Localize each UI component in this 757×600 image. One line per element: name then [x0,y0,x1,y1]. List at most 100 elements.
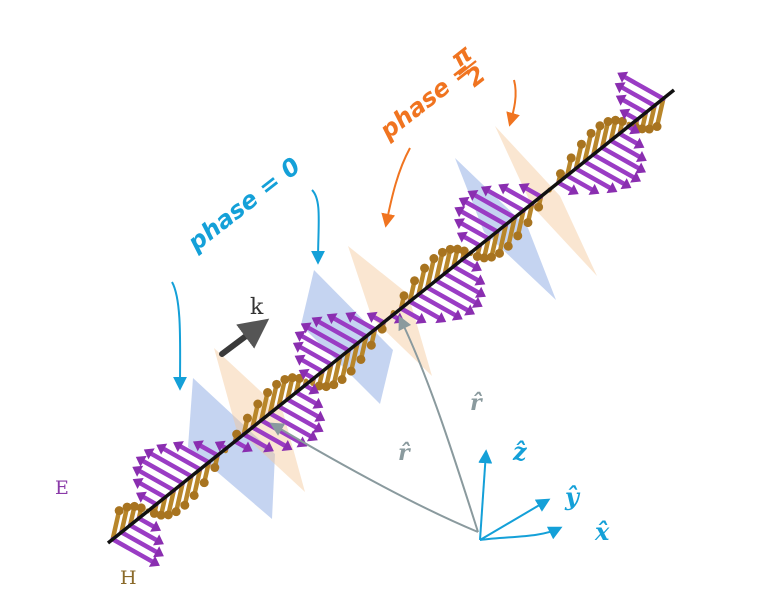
h-field-arrow-head [399,291,409,301]
r-vector-2 [398,315,479,533]
e-field-arrow-head [312,397,324,409]
e-field-arrow-head [294,354,306,366]
e-field-arrow [407,299,441,320]
e-field-arrow [582,159,626,186]
h-field-arrow-head [337,375,347,385]
h-field-arrow-head [603,117,613,127]
e-field-arrow [460,257,477,269]
h-field-arrow-head [114,506,124,516]
h-field-arrow-head [180,500,190,510]
e-field-arrow [425,285,470,313]
e-field-arrow [198,443,220,458]
h-field-arrow-head [429,254,439,264]
e-field-arrow-head [193,440,204,452]
h-field-arrow-head [356,354,366,364]
e-field-arrow-head [630,171,641,183]
e-field-arrow [398,306,421,321]
e-field-arrow [524,186,544,199]
phase-pi-plane-3 [495,126,597,276]
h-field-arrow-head [586,128,596,138]
axis-y-arrow [479,498,551,541]
e-field-arrow-head [454,206,466,218]
e-field-arrow [416,292,458,318]
h-field-arrow-head [287,373,297,383]
e-field-arrow [136,516,156,529]
e-field-arrow [573,166,612,190]
e-field-arrow [591,152,636,180]
e-field-arrow [306,325,351,353]
e-field-arrow-head [635,151,647,162]
r-hat-label-2: r̂ [470,390,483,416]
h-field-arrow-head [494,248,504,258]
e-field-arrow-head [606,182,618,194]
axis-x-arrow [479,526,563,541]
e-field-arrow-head [474,274,486,286]
e-field-arrow [317,319,360,346]
e-field-arrow-head [132,478,144,489]
h-field-arrow [276,377,288,409]
e-field-arrow [127,523,159,543]
e-field-arrow-head [314,410,326,422]
e-field-arrow [503,186,535,206]
h-field-arrow [654,96,666,129]
e-field-arrow [332,316,369,339]
e-field-arrow-head [619,108,631,120]
h-field-arrow-head [263,388,273,398]
e-field-arrow-head [345,311,357,323]
e-field-arrow-head [326,313,338,325]
e-field-arrow [300,357,325,374]
e-field-arrow-head [454,218,465,230]
h-field-arrow [591,123,603,157]
phase-zero-label: phase = 0 [182,152,306,258]
e-field-arrow [622,74,666,101]
axis-z-arrow [478,449,493,541]
e-field-arrow-head [629,123,640,135]
h-field-arrow-head [459,246,469,256]
e-field-arrow [621,97,649,115]
coordinate-axes [478,449,563,541]
k-label: k [250,295,264,320]
h-field-arrow-head [534,202,544,212]
e-field-arrow-head [311,316,323,328]
h-field-arrow-head [280,374,290,384]
h-field-arrow-head [652,122,662,132]
h-field-arrow [582,131,594,164]
e-field-arrow-head [148,555,160,567]
e-field-arrow [459,221,491,241]
e-field-arrow [442,271,481,295]
e-field-arrow [298,345,334,367]
e-field-arrow [433,278,478,305]
h-field-arrow [339,348,351,382]
h-field-arrow-head [210,463,220,473]
h-field-arrow [433,250,445,283]
e-field-arrow-head [415,312,427,324]
h-field-arrow-head [445,244,455,254]
h-field-arrow-head [329,380,339,390]
e-field-arrow-head [292,341,304,353]
e-field-arrow-head [156,443,168,455]
h-field-arrow-head [479,253,489,263]
h-field-arrow-head [242,413,252,423]
e-field-arrow-head [588,183,600,195]
e-field-arrow [351,315,378,332]
e-field-arrow-head [300,322,312,334]
h-field-arrow-head [272,379,282,389]
e-field-arrow [138,481,168,500]
h-field-arrow [173,481,185,514]
e-field-arrow [462,234,483,248]
e-field-arrow [267,411,313,439]
e-field-arrow [556,180,574,192]
h-field-arrow-head [199,478,209,488]
e-field-arrow-head [518,183,530,194]
e-field-arrow-head [498,183,510,195]
e-field-arrow-head [475,286,486,298]
e-field-arrow-head [615,94,627,106]
h-field-arrow-head [346,366,356,376]
h-field-arrow-head [637,124,647,134]
h-field-arrow-head [555,169,565,179]
h-field-arrow-head [136,503,146,513]
e-field-arrow-head [241,441,253,453]
phase-pi-over-two-label: phase = π 2 [374,39,491,145]
h-field-arrow-head [321,382,331,392]
e-field-arrow-head [435,312,447,324]
